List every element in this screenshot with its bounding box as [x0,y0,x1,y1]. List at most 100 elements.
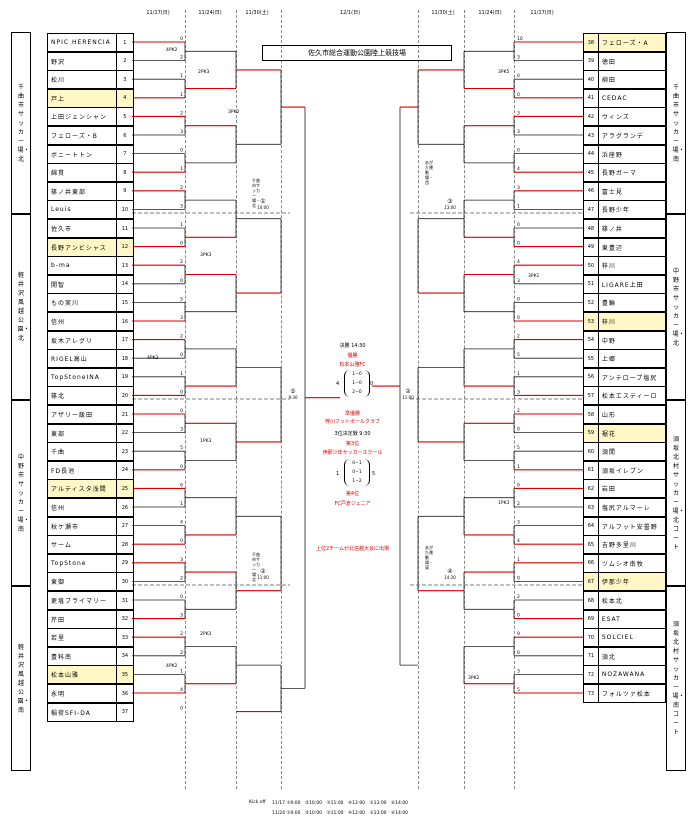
team-name: アラグランデ [601,133,644,140]
team-name: 長野ガーマ [601,170,637,178]
score-label: 1 [180,222,183,228]
score-label: 2 [180,110,183,116]
team-number: 40 [584,71,599,89]
score-label: 4 [517,166,520,172]
team-name: 篠ノ井東部 [48,182,117,200]
team-name: Leuis [48,201,117,219]
score-label: 3 [180,613,183,619]
team-number: 52 [584,294,599,312]
score-label: 0 [517,92,520,98]
score-label: 0 [180,148,183,154]
team-number: 33 [121,634,129,641]
team-number: 20 [121,392,129,399]
score-label: 0 [180,408,183,414]
team-name: 柳田 [601,77,616,85]
team-name: CEDAC [601,94,628,102]
team-name: 中野 [601,337,616,345]
team-number: 29 [121,560,129,567]
team-number: 28 [121,541,129,548]
region-label-r4: 須坂北村サッカー場・南コート [666,586,686,771]
region-label-r3: 須坂北村サッカー場・北コート [666,400,686,586]
team-name: 浜座野 [601,151,623,159]
score-label: 4 [517,259,520,265]
score-label: 1 [517,371,520,377]
kickoff-label: Kick off [249,800,266,805]
team-name: 松本山雅 [48,666,117,684]
score-label: 1 [180,668,183,674]
team-name: 富士見 [601,188,623,196]
score-label: 3 [180,315,183,321]
score-label: 0 [517,222,520,228]
score-label: 3 [517,55,520,61]
team-name: NOZAWANA [601,671,646,679]
region-label-l1: 千曲市サッカー場・北 [11,32,31,214]
score-label: 5 [517,687,520,693]
team-name: アンテロープ塩尻 [601,374,658,382]
score-label: 3 [517,278,520,284]
score-label: 4 [517,538,520,544]
team-number: 51 [584,275,599,293]
score-label: 3 [180,557,183,563]
team-number: 36 [121,690,129,697]
score-label: 1 [517,203,520,209]
team-name: ESAT [601,615,621,623]
score-label: 0 [517,575,520,581]
team-number: 56 [584,368,599,386]
team-name: アルティスタ浅間 [48,480,117,498]
team-number: 48 [584,220,599,237]
team-name: 松本北 [601,598,623,605]
team-name: サーム [48,536,117,554]
team-row: 松本山雅 35 [47,665,134,685]
team-name: LIGARE上田 [601,281,644,289]
team-row: サーム 28 [47,535,134,555]
team-number: 35 [121,671,129,678]
team-name: SOLCIEL [601,634,634,642]
team-name: アルフット安曇野 [601,523,658,531]
date-l3: 11/30(土) [245,10,269,16]
score-label: 3 [517,668,520,674]
team-name: 東豊辺 [601,244,623,252]
team-name: 松本エスティーロ [601,393,658,401]
score-label: 5 [517,445,520,451]
column-separator [236,10,237,789]
team-name: 野沢 [48,52,117,70]
score-label: 3 [517,520,520,526]
team-number: 53 [584,313,599,330]
side-venue-l-bot: 千曲市サッカー場・北 [252,552,260,582]
team-number: 4 [123,95,127,102]
score-label: 2 [180,185,183,191]
score-label: 3 [517,185,520,191]
score-label: 3 [180,203,183,209]
score-label: 0 [517,613,520,619]
team-name: 信州 [48,499,117,516]
score-label: 0 [180,594,183,600]
score-label: 0 [517,482,520,488]
score-label: 0 [180,278,183,284]
team-number: 41 [584,89,599,107]
score-label: 2 [517,408,520,414]
team-number: 19 [121,374,129,381]
score-label: 3 [517,129,520,135]
champion-name: 松本山雅FC [339,362,366,368]
team-name: 梓川 [601,263,616,271]
